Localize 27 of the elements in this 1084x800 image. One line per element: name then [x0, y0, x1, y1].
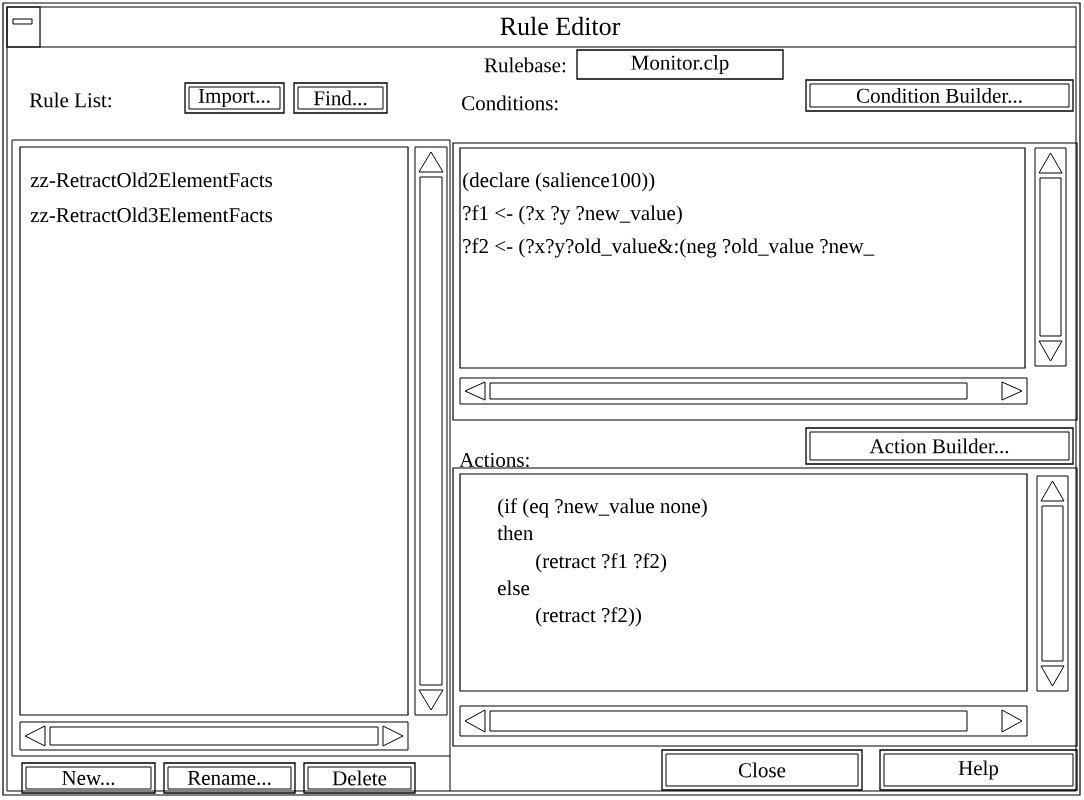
button: Delete — [303, 762, 416, 794]
code-line: (retract ?f2)) — [536, 607, 641, 627]
text-area — [459, 147, 1026, 369]
button: New... — [21, 762, 156, 794]
list-item: zz-RetractOld2ElementFacts — [30, 172, 273, 188]
text-field: Monitor.clp — [576, 49, 784, 80]
code-line: else — [498, 580, 530, 596]
list-item: zz-RetractOld3ElementFacts — [30, 207, 273, 223]
button: Condition Builder... — [805, 79, 1074, 112]
code-line: ?f1 <- (?x ?y ?new_value) — [463, 205, 682, 225]
code-line: (declare (salience100)) — [463, 172, 655, 192]
button: Close — [661, 749, 863, 791]
window-title: Rule Editor — [500, 16, 621, 36]
section-label: Conditions: — [462, 95, 558, 111]
text-area — [459, 473, 1028, 692]
button: Action Builder... — [805, 427, 1074, 465]
code-line: then — [497, 525, 534, 541]
section-label: Rule List: — [29, 92, 111, 108]
button: Import... — [184, 82, 285, 114]
code-line: (retract ?f1 ?f2) — [536, 553, 667, 573]
code-line: ?f2 <- (?x?y?old_value&:(neg ?old_value ?new_ — [463, 238, 875, 258]
rule-list — [19, 146, 409, 716]
section-label: Actions: — [459, 452, 529, 468]
button: Find... — [293, 82, 388, 114]
code-line: (if (eq ?new_value none) — [498, 498, 707, 518]
button: Rename... — [163, 762, 296, 794]
button: Help — [879, 749, 1078, 791]
